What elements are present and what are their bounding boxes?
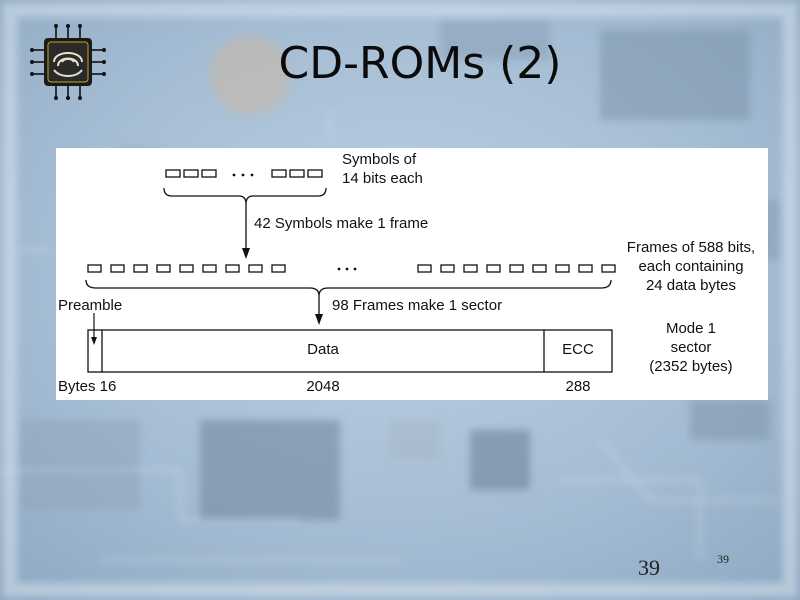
bytes-data-label: 2048 — [306, 378, 340, 395]
frame-boxes-left — [87, 264, 286, 273]
bytes-label: Bytes 16 — [58, 378, 117, 395]
ecc-field-label: ECC — [562, 341, 594, 358]
symbol-boxes — [165, 169, 323, 178]
symbols-to-frame-label: 42 Symbols make 1 frame — [254, 215, 429, 232]
data-field-label: Data — [307, 341, 339, 358]
mode-label-line1: Mode 1 — [665, 320, 717, 337]
symbol-ellipsis-dots — [232, 173, 254, 177]
symbols-label-line2: 14 bits each — [342, 170, 423, 187]
frame-ellipsis-dots — [337, 267, 357, 271]
frames-label-line2: each containing — [638, 258, 744, 275]
page-number-small: 39 — [717, 552, 729, 566]
cd-rom-sector-diagram: Symbols of 14 bits each 42 Symbols make … — [56, 148, 768, 400]
mode-label-line2: sector — [670, 339, 712, 356]
page-number-large: 39 — [638, 555, 660, 580]
bytes-ecc-label: 288 — [565, 378, 591, 395]
frames-label-line1: Frames of 588 bits, — [626, 239, 756, 256]
diagram-graphics — [85, 169, 616, 373]
mode-label-line3: (2352 bytes) — [649, 358, 733, 375]
frame-brace — [85, 279, 612, 297]
chip-logo — [30, 24, 106, 100]
symbols-label-line1: Symbols of — [342, 151, 417, 168]
sector-box — [87, 329, 613, 373]
frames-to-sector-label: 98 Frames make 1 sector — [332, 297, 503, 314]
frame-boxes-right — [417, 264, 616, 273]
frames-label-line3: 24 data bytes — [645, 277, 737, 294]
slide-title: CD-ROMs (2) — [278, 38, 562, 89]
symbol-brace — [163, 187, 327, 205]
preamble-label: Preamble — [58, 297, 123, 314]
